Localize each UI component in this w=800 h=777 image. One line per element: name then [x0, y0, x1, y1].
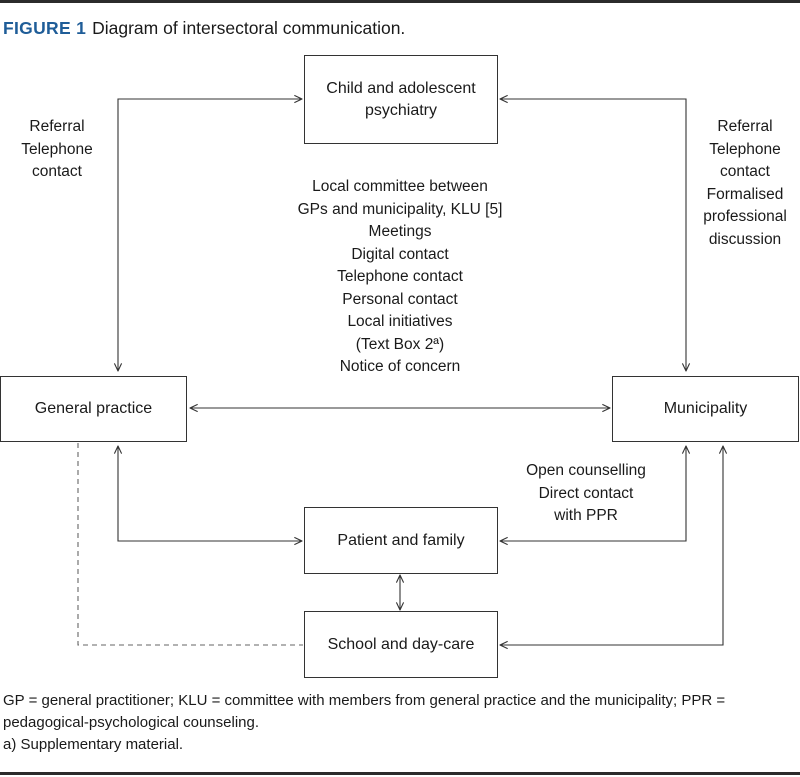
- edge-psychiatry-municipality: [500, 99, 686, 371]
- node-general-practice: General practice: [0, 376, 187, 442]
- label-line: Telephone: [709, 140, 781, 158]
- label-line: Open counselling: [526, 462, 646, 479]
- label-line: with PPR: [554, 507, 618, 524]
- node-psychiatry-label: Child and adolescent psychiatry: [326, 79, 476, 119]
- node-patient-family-label: Patient and family: [337, 531, 465, 549]
- label-line: (Text Box 2ª): [355, 335, 445, 353]
- label-line: professional: [703, 208, 787, 225]
- label-line: GPs and municipality, KLU [5]: [297, 200, 503, 218]
- label-line: Formalised: [706, 185, 784, 203]
- label-line: Meetings: [368, 223, 432, 240]
- node-municipality: Municipality: [612, 376, 799, 442]
- label-line: Referral: [717, 118, 773, 135]
- figure-label: FIGURE 1: [3, 18, 87, 38]
- footnote-supplementary: a) Supplementary material.: [3, 736, 184, 753]
- edge-gp-school-dashed: [77, 443, 303, 646]
- edge-gp-psychiatry: [118, 99, 302, 371]
- label-line: Personal contact: [342, 290, 458, 308]
- label-line: discussion: [708, 230, 782, 248]
- node-school-daycare: School and day-care: [304, 611, 498, 678]
- node-general-practice-label: General practice: [34, 400, 153, 417]
- label-line: Digital contact: [351, 245, 449, 263]
- label-line: Direct contact: [538, 484, 634, 502]
- label-line: contact: [720, 163, 770, 180]
- label-line: Local initiatives: [347, 313, 453, 330]
- label-line: Referral: [29, 118, 85, 135]
- node-municipality-label: Municipality: [663, 400, 748, 417]
- label-line: contact: [32, 163, 82, 180]
- label-municipality-patient: Open counselling Direct contact with PPR: [500, 460, 672, 528]
- node-school-daycare-label: School and day-care: [327, 635, 475, 653]
- bottom-rule: [0, 772, 800, 775]
- node-psychiatry: Child and adolescent psychiatry: [304, 55, 498, 144]
- label-gp-psychiatry: Referral Telephone contact: [0, 116, 114, 184]
- label-line: Telephone contact: [337, 268, 463, 285]
- edge-gp-patient: [118, 446, 302, 541]
- label-line: Local committee between: [312, 178, 488, 195]
- footnotes: GP = general practitioner; KLU = committ…: [3, 690, 793, 756]
- label-gp-municipality: Local committee between GPs and municipa…: [250, 176, 550, 379]
- label-psychiatry-municipality: Referral Telephone contact Formalised pr…: [690, 116, 800, 251]
- top-rule: [0, 0, 800, 3]
- node-patient-family: Patient and family: [304, 507, 498, 574]
- footnote-abbreviations: GP = general practitioner; KLU = committ…: [3, 692, 726, 731]
- label-line: Notice of concern: [339, 358, 461, 375]
- edge-municipality-school: [500, 446, 723, 645]
- label-line: Telephone: [21, 140, 93, 158]
- figure-title: Diagram of intersectoral communication.: [92, 18, 406, 38]
